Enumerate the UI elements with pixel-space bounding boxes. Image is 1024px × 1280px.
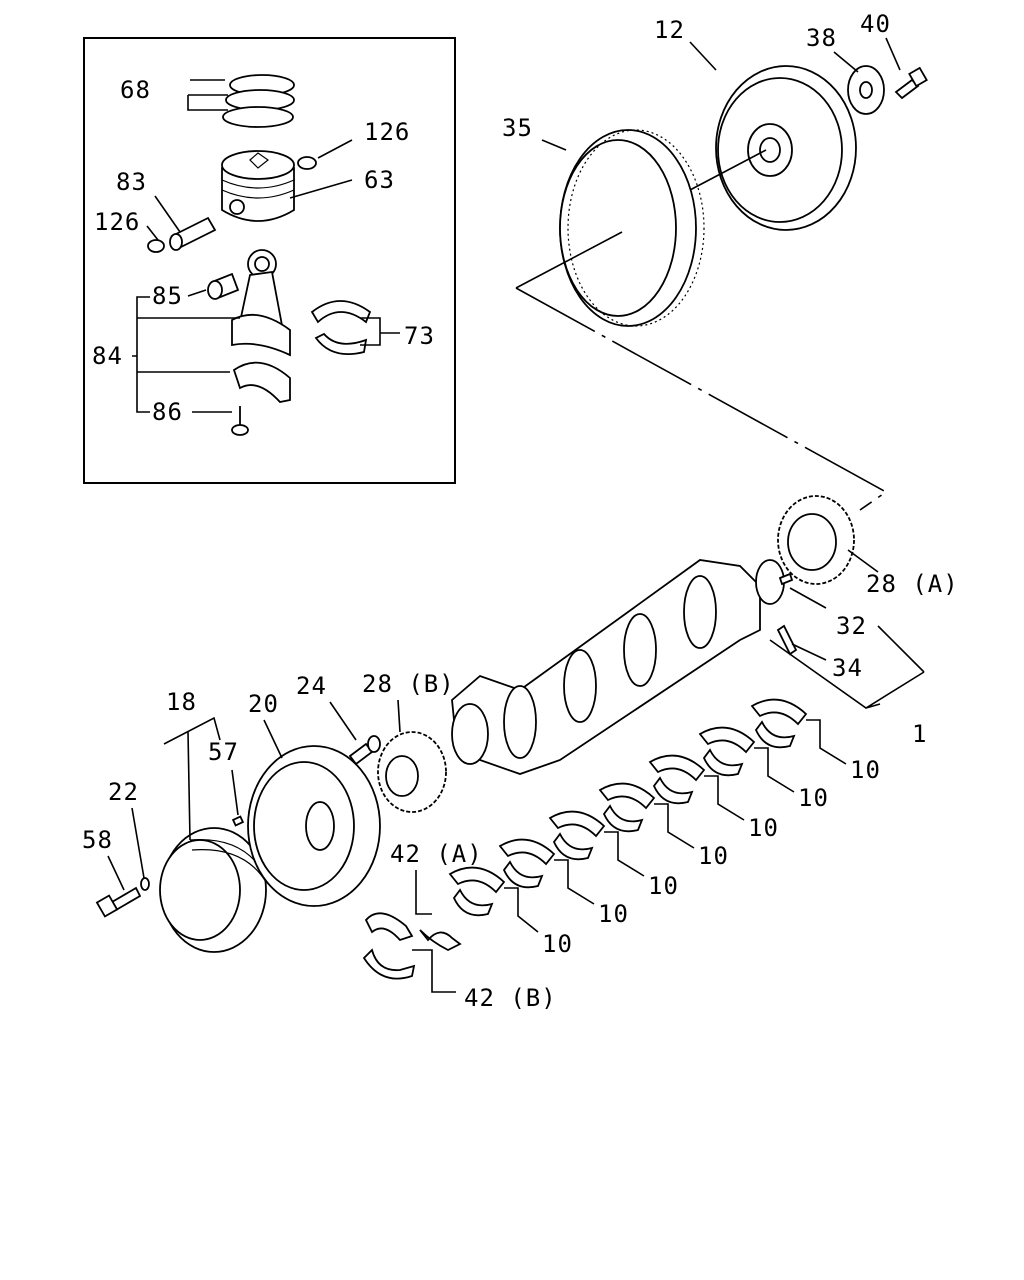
- label-main-bearing-1: 10: [850, 756, 881, 784]
- label-main-bearing-3: 10: [748, 814, 779, 842]
- flywheel: [715, 65, 857, 231]
- pulley-washer: [140, 877, 150, 891]
- label-flywheel: 12: [654, 16, 685, 44]
- label-dowel-pin: 34: [832, 654, 863, 682]
- callout-labels: 68 126 83 63 126 85 73 84 86 12 40 38 35…: [82, 10, 959, 1012]
- rod-bushing: [207, 272, 240, 300]
- dowel-pin: [776, 624, 798, 656]
- bearing-pair-2: [698, 726, 756, 777]
- label-rod-bolt: 86: [152, 398, 183, 426]
- label-rod-bushing: 85: [152, 282, 183, 310]
- pulley-bolt: [95, 886, 142, 918]
- thrust-leaders: [412, 870, 456, 993]
- rod-bearing-shells: [310, 300, 372, 356]
- label-rod-bearing: 73: [404, 322, 435, 350]
- pulley-pin: [231, 815, 245, 827]
- label-timing-gear-a: 28 (A): [866, 570, 959, 598]
- label-main-bearing-2: 10: [798, 784, 829, 812]
- main-bearing-shells: [448, 698, 808, 917]
- bearing-pair-3: [648, 754, 706, 805]
- bearing-pair-1: [750, 698, 808, 749]
- label-thrust-washer-a: 42 (A): [390, 840, 483, 868]
- crank-key: [778, 572, 794, 586]
- timing-gear-b: [377, 731, 447, 813]
- piston: [221, 150, 295, 222]
- rod-bolt: [231, 406, 249, 436]
- bearing-pair-6: [498, 838, 556, 889]
- label-piston-pin: 83: [116, 168, 147, 196]
- inset-box: [83, 37, 456, 484]
- label-pulley-washer: 22: [108, 778, 139, 806]
- thrust-washer-b: [362, 912, 416, 980]
- bearing-pair-4: [598, 782, 656, 833]
- snap-ring-upper: [297, 156, 317, 170]
- flywheel-leaders: [515, 37, 901, 511]
- label-main-bearing-4: 10: [698, 842, 729, 870]
- crank-pulley: [159, 827, 267, 953]
- flywheel-plate: [847, 65, 885, 115]
- thrust-washer-a: [419, 929, 462, 952]
- label-flywheel-bolt: 40: [860, 10, 891, 38]
- label-flywheel-plate: 38: [806, 24, 837, 52]
- ring-gear: [559, 129, 705, 327]
- label-snap-ring-lower: 126: [94, 208, 140, 236]
- label-main-bearing-6: 10: [598, 900, 629, 928]
- inset-leaders: [132, 79, 400, 413]
- label-crank-key: 32: [836, 612, 867, 640]
- label-piston-rings: 68: [120, 76, 151, 104]
- label-pulley-pin: 57: [208, 738, 239, 766]
- pulley-bolt-small: [348, 735, 381, 766]
- label-connecting-rod: 84: [92, 342, 123, 370]
- piston-pin: [169, 216, 217, 251]
- label-ring-gear: 35: [502, 114, 533, 142]
- label-pulley-bolt-small: 24: [296, 672, 327, 700]
- label-main-bearing-5: 10: [648, 872, 679, 900]
- label-timing-gear-b: 28 (B): [362, 670, 455, 698]
- label-pulley-bolt: 58: [82, 826, 113, 854]
- label-crank-pulley: 18: [166, 688, 197, 716]
- rod-cap: [232, 361, 291, 403]
- connecting-rod: [231, 249, 291, 357]
- piston-rings: [222, 74, 295, 128]
- label-thrust-washer-b: 42 (B): [464, 984, 557, 1012]
- label-damper: 20: [248, 690, 279, 718]
- bearing-pair-5: [548, 810, 606, 861]
- bearing-pair-7: [448, 866, 506, 917]
- crank-leaders: [769, 549, 925, 709]
- label-piston: 63: [364, 166, 395, 194]
- timing-gear-a: [777, 495, 855, 585]
- snap-ring-lower: [147, 239, 165, 253]
- crankshaft: [451, 559, 785, 775]
- label-snap-ring-upper: 126: [364, 118, 410, 146]
- flywheel-bolt: [894, 66, 928, 100]
- damper: [247, 745, 381, 907]
- pulley-leaders: [107, 699, 401, 891]
- label-crankshaft: 1: [912, 720, 927, 748]
- bearing-leaders: [504, 719, 847, 933]
- label-main-bearing-7: 10: [542, 930, 573, 958]
